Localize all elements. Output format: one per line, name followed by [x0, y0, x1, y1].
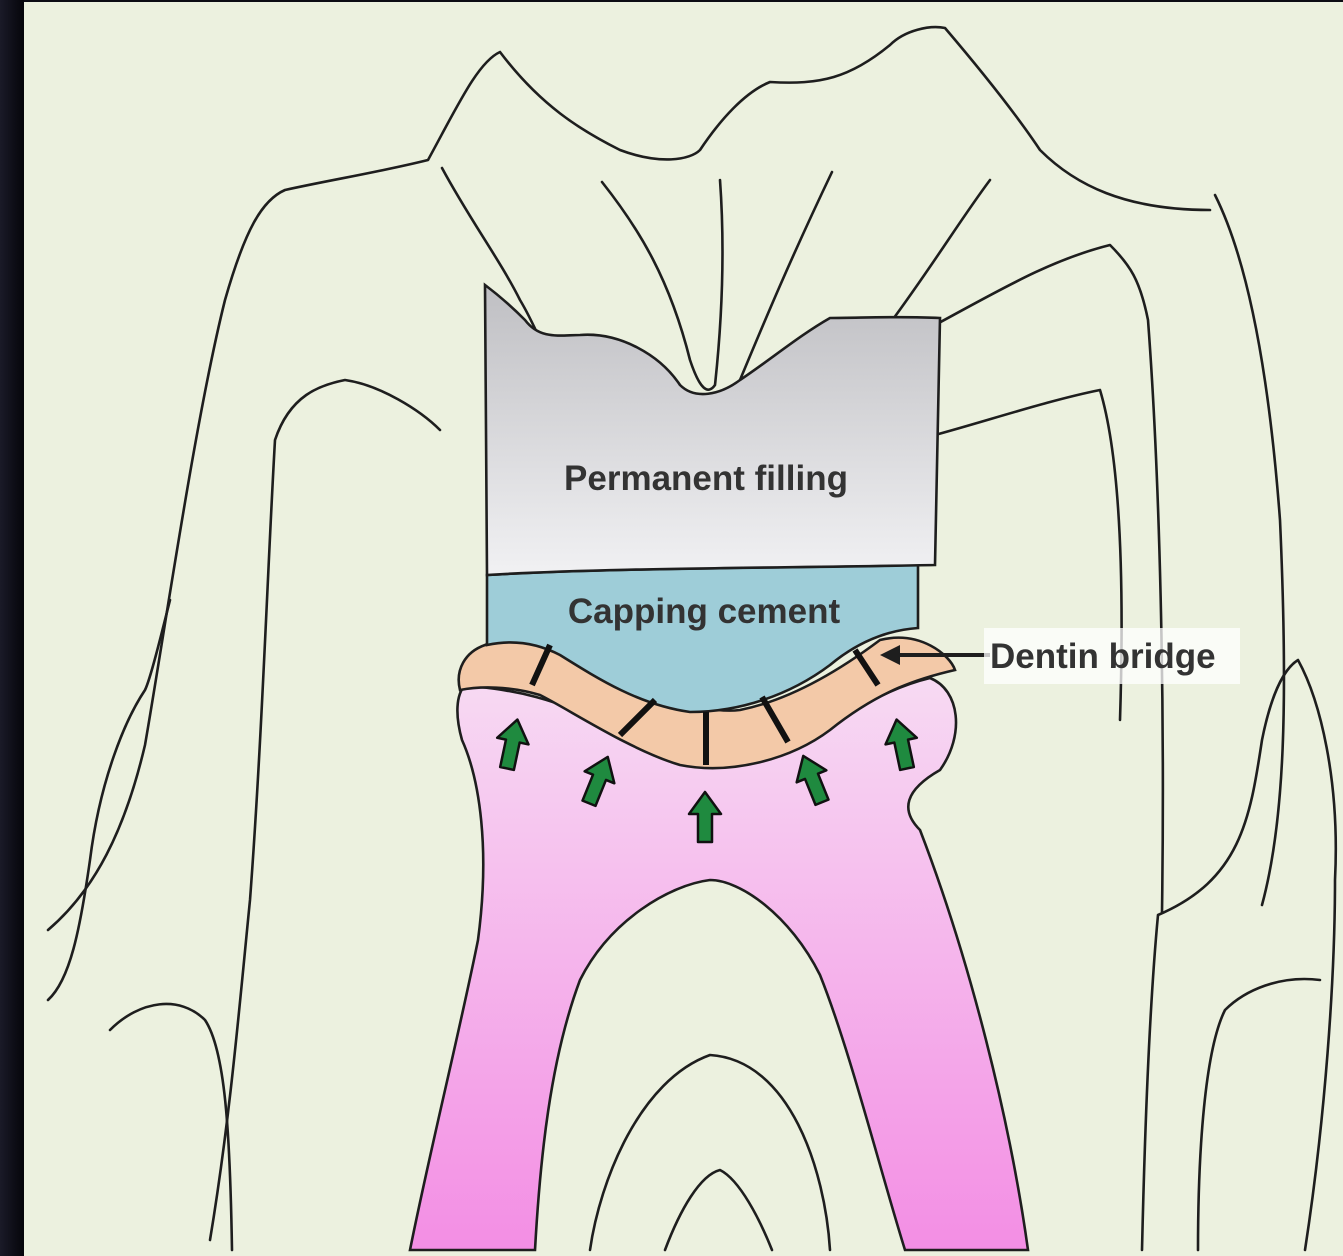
left-edge-shadow — [0, 0, 24, 1256]
permanent-filling-label: Permanent filling — [564, 459, 848, 498]
capping-cement-label: Capping cement — [568, 592, 841, 631]
dentin-bridge-label: Dentin bridge — [990, 637, 1216, 676]
